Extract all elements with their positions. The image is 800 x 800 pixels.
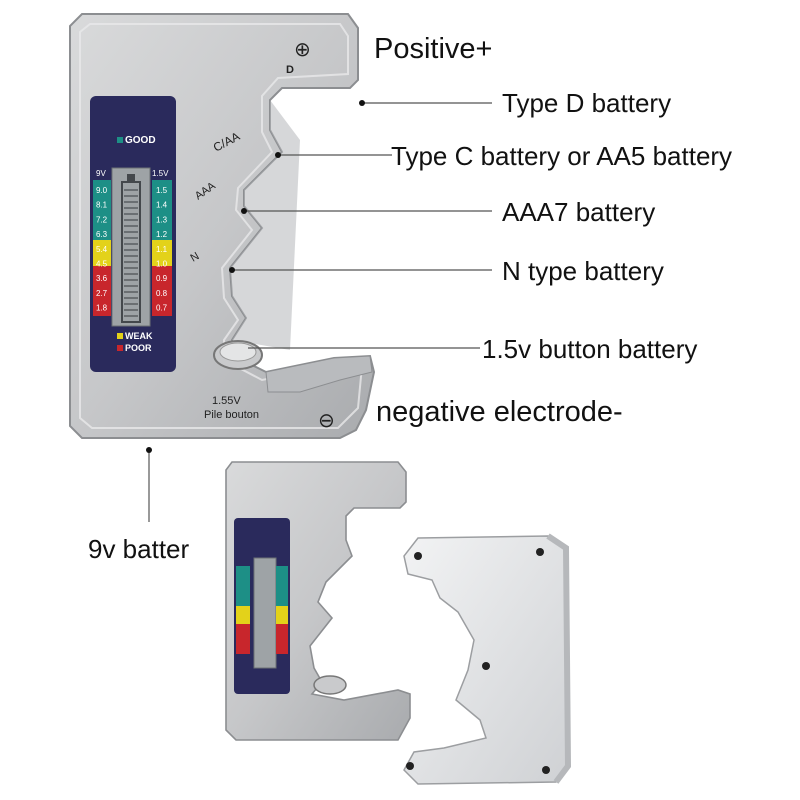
slot-label-d: D [286,64,294,76]
display-1-5v-header: 1.5V [152,169,169,178]
left-scale-value: 9.0 [96,186,108,195]
display-weak-label: WEAK [125,331,153,341]
button-voltage-label: 1.55V [212,395,241,407]
left-scale-value: 8.1 [96,201,108,210]
back-cover [403,533,572,785]
left-scale-value: 3.6 [96,274,108,283]
callout-aaa: AAA7 battery [502,197,656,227]
left-scale-value: 1.8 [96,304,108,313]
callout-type-c-aa: Type C battery or AA5 battery [391,141,733,171]
callout-positive: Positive+ [374,33,493,65]
right-scale-value: 1.0 [156,260,168,269]
display-good-label: GOOD [125,135,156,146]
display-9v-header: 9V [96,169,106,178]
callout-dots [146,100,365,453]
small-tester [225,461,411,741]
callout-n-type: N type battery [502,256,664,286]
left-scale: 9.0 8.1 7.2 6.3 5.4 4.5 3.6 2.7 1.8 [96,186,108,313]
left-scale-value: 7.2 [96,215,108,224]
right-scale-value: 0.9 [156,274,168,283]
left-scale-value: 5.4 [96,245,108,254]
lcd-segments [124,189,138,317]
back-cover-body [403,535,569,785]
left-scale-value: 6.3 [96,230,108,239]
right-scale-value: 1.5 [156,186,168,195]
button-pile-label: Pile bouton [204,409,259,421]
left-scale-value: 4.5 [96,260,108,269]
main-tester: GOOD WEAK POOR 9V 1.5V 9.0 8.1 7.2 6.3 5.4 4.… [69,13,376,439]
callout-type-d: Type D battery [502,88,672,118]
right-scale-value: 0.8 [156,289,168,298]
display-poor-label: POOR [125,343,152,353]
callout-nine-v: 9v batter [88,534,190,564]
negative-symbol: ⊖ [318,408,335,432]
right-scale-value: 1.1 [156,245,168,254]
callout-lines [148,102,492,522]
right-scale-value: 1.4 [156,201,168,210]
callout-negative: negative electrode- [376,396,623,428]
callout-button: 1.5v button battery [482,334,698,364]
right-scale: 1.5 1.4 1.3 1.2 1.1 1.0 0.9 0.8 0.7 [156,186,168,313]
left-scale-value: 2.7 [96,289,108,298]
positive-symbol: ⊕ [294,37,311,61]
right-scale-value: 1.2 [156,230,168,239]
right-scale-value: 1.3 [156,215,168,224]
right-scale-value: 0.7 [156,304,168,313]
